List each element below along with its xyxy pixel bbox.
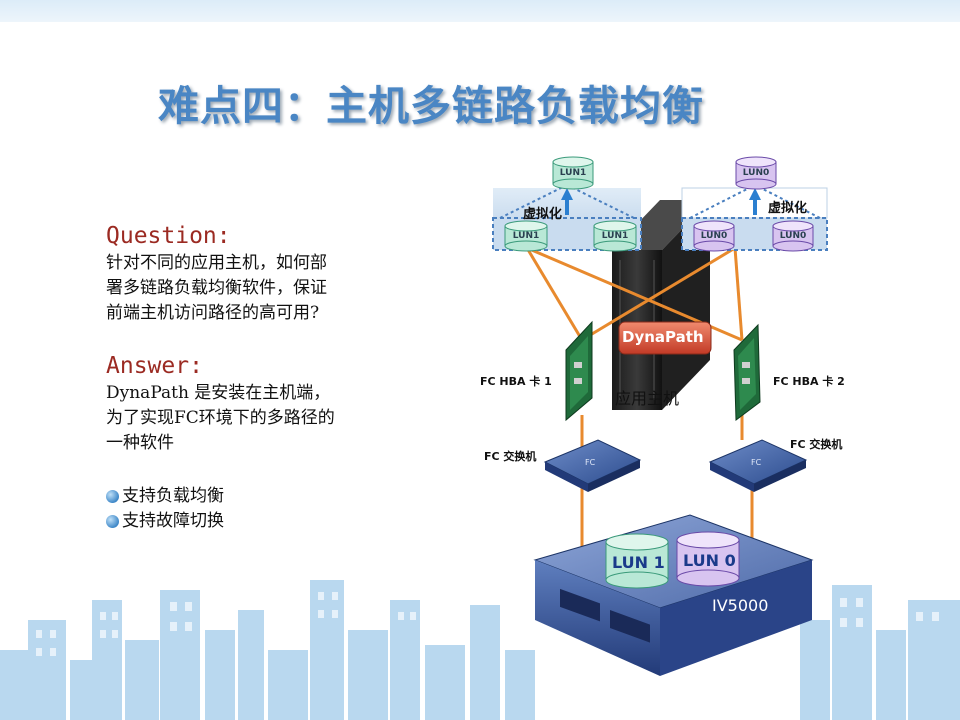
feature-label: 支持故障切换: [122, 511, 224, 531]
hba-label-right: FC HBA 卡 2: [773, 375, 845, 388]
hba-label-left: FC HBA 卡 1: [480, 375, 552, 388]
virtualization-label-left: 虚拟化: [523, 207, 563, 222]
storage-name-label: IV5000: [712, 596, 769, 615]
bullet-dot-icon: [106, 515, 119, 528]
question-heading: Question:: [106, 223, 231, 249]
storage-lun0-label: LUN 0: [683, 551, 736, 570]
feature-item: 支持负载均衡: [106, 484, 406, 509]
slide-title: 难点四：主机多链路负载均衡: [158, 82, 704, 130]
fc-switch-icon-left: [543, 439, 642, 492]
lun-label: LUN1: [601, 231, 629, 241]
lun-label: LUN0: [700, 231, 728, 241]
switch-label-left: FC 交换机: [484, 450, 537, 463]
lun-cylinder-icon: [735, 156, 777, 190]
lun-label: LUN1: [559, 168, 587, 178]
hba-card-icon-left: [565, 320, 593, 422]
bullet-dot-icon: [106, 490, 119, 503]
fc-switch-icon-right: [708, 439, 808, 492]
storage-lun-cylinder-icon: [676, 531, 740, 587]
host-label: 应用主机: [615, 389, 680, 408]
lun-cylinder-icon: [693, 220, 735, 252]
answer-heading: Answer:: [106, 353, 203, 379]
dynapath-badge: [618, 321, 712, 355]
answer-line: 一种软件: [106, 433, 174, 453]
question-line: 署多链路负载均衡软件，保证: [106, 278, 327, 298]
switch-tag: FC: [751, 458, 762, 467]
dynapath-label: DynaPath: [622, 328, 704, 346]
answer-line: 为了实现FC环境下的多路径的: [106, 408, 335, 428]
lun-label: LUN1: [512, 231, 540, 241]
question-answer-text: Question: 针对不同的应用主机，如何部 署多链路负载均衡软件，保证 前端…: [106, 222, 406, 534]
feature-label: 支持负载均衡: [122, 486, 224, 506]
hba-card-icon-right: [733, 323, 761, 421]
lun-label: LUN0: [742, 168, 770, 178]
lun-cylinder-icon: [772, 220, 814, 252]
question-line: 针对不同的应用主机，如何部: [106, 253, 327, 273]
feature-list: 支持负载均衡 支持故障切换: [106, 484, 406, 534]
storage-lun-cylinder-icon: [605, 533, 669, 589]
lun-label: LUN0: [779, 231, 807, 241]
lun-cylinder-icon: [593, 220, 637, 252]
question-body: 针对不同的应用主机，如何部 署多链路负载均衡软件，保证 前端主机访问路径的高可用…: [106, 251, 406, 326]
lun-cylinder-icon: [552, 156, 594, 190]
city-skyline-decoration: [0, 580, 960, 720]
lun-cylinder-icon: [504, 220, 548, 252]
top-band: [0, 0, 960, 22]
switch-label-right: FC 交换机: [790, 438, 843, 451]
answer-line: DynaPath 是安装在主机端，: [106, 383, 331, 403]
storage-array-iv5000: [533, 514, 814, 676]
feature-item: 支持故障切换: [106, 509, 406, 534]
question-line: 前端主机访问路径的高可用?: [106, 303, 320, 323]
switch-tag: FC: [585, 458, 596, 467]
storage-lun1-label: LUN 1: [612, 553, 665, 572]
answer-body: DynaPath 是安装在主机端， 为了实现FC环境下的多路径的 一种软件: [106, 381, 406, 456]
virtualization-label-right: 虚拟化: [768, 201, 808, 216]
